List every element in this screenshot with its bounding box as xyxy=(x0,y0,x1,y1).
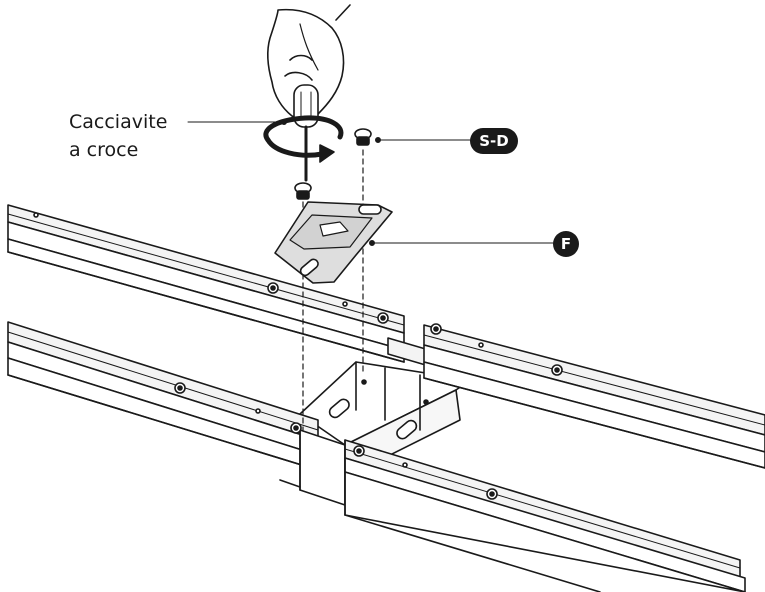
rear-left-rail xyxy=(7,204,405,363)
front-right-rail xyxy=(344,439,746,592)
rail-bolts xyxy=(33,212,563,500)
front-left-rail xyxy=(7,321,346,506)
screw-icon xyxy=(294,182,312,200)
rear-right-rail xyxy=(423,324,765,469)
bracket-plate xyxy=(274,201,393,284)
leader-lines xyxy=(187,119,554,246)
plate-part-badge: F xyxy=(553,231,579,257)
screw-icon xyxy=(354,128,372,146)
screw-part-badge: S-D xyxy=(470,128,518,154)
screwdriver-label-line1: Cacciavite xyxy=(69,111,168,133)
rotation-arrow-icon xyxy=(263,115,344,163)
screwdriver-label-line2: a croce xyxy=(69,139,139,161)
